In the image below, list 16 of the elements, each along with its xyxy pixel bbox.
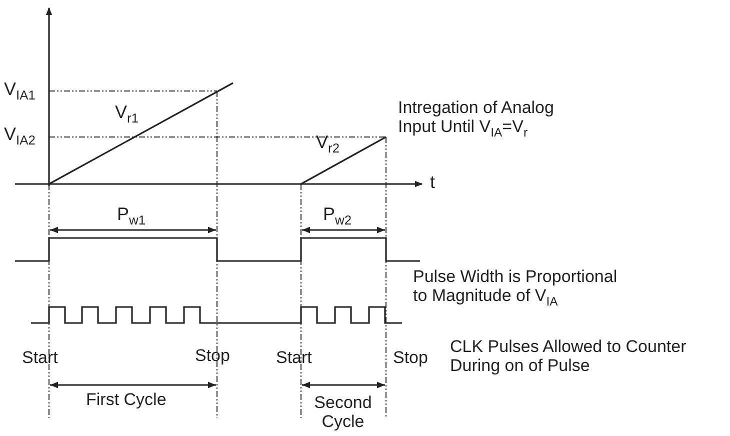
start-label: Start	[276, 348, 312, 367]
cycle-label: Second Cycle	[313, 393, 373, 431]
pulse-width-label: P$_{w2}$	[323, 205, 352, 224]
ramp-label: V$_{r1}$	[115, 103, 139, 122]
axis-level-label: V$_{IA1}$	[4, 80, 36, 99]
pulse-width-label: P$_{w1}$	[117, 205, 146, 224]
axis-level-label: V$_{IA2}$	[4, 125, 36, 144]
annotation-text: CLK Pulses Allowed to Counter During on of Pulse	[450, 337, 688, 375]
cycle-label: First Cycle	[86, 390, 166, 409]
annotation-text: Intregation of Analog Input Until V$_{IA}$=V$_{r}$	[398, 98, 555, 136]
start-label: Start	[22, 348, 58, 367]
axis-label: t	[430, 173, 436, 192]
stop-label: Stop	[393, 348, 428, 367]
stop-label: Stop	[195, 346, 230, 365]
annotation-text: Pulse Width is Proportional to Magnitude of V$_{IA}$	[413, 267, 618, 305]
ramp-label: V$_{r2}$	[316, 133, 340, 152]
